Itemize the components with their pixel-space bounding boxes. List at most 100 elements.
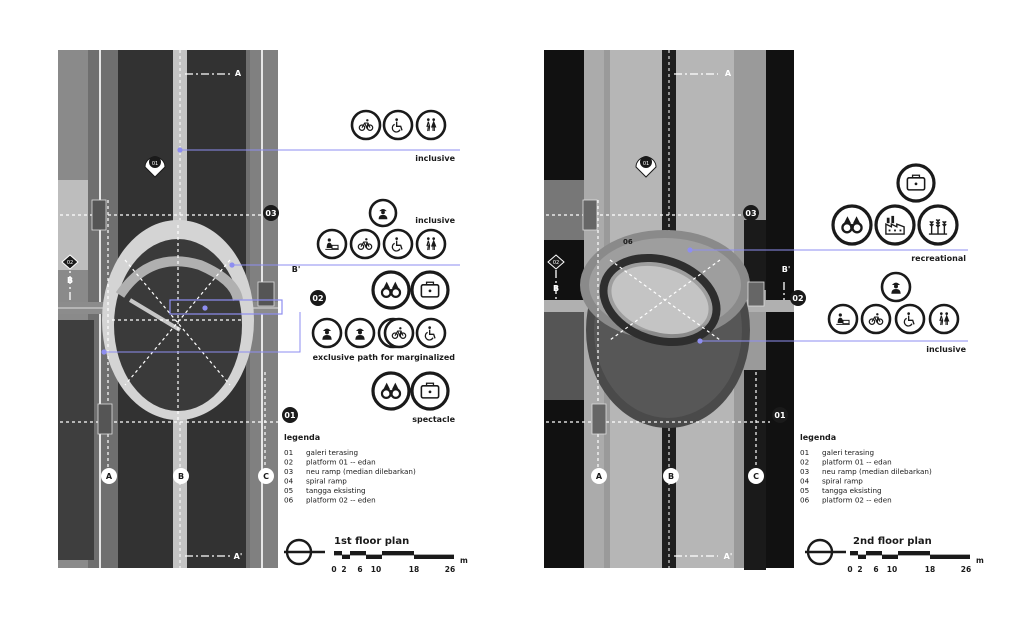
binoculars-icon	[371, 270, 411, 310]
vendor-icon	[827, 303, 859, 335]
bicycle-icon	[349, 228, 381, 260]
scale-tick-label: 10	[887, 565, 897, 574]
svg-text:A: A	[106, 472, 113, 481]
legend-text: galeri terasing	[306, 448, 358, 457]
scale-tick-label: 26	[961, 565, 971, 574]
legend-text: spiral ramp	[822, 477, 863, 486]
legend-number: 05	[284, 486, 293, 495]
pedestrians-icon	[415, 228, 447, 260]
svg-text:02: 02	[553, 260, 559, 266]
legend-number: 02	[284, 458, 293, 467]
svg-text:legenda: legenda	[284, 433, 320, 442]
scale-tick-label: 26	[445, 565, 455, 574]
svg-text:C: C	[753, 472, 759, 481]
scale-tick-label: 18	[925, 565, 935, 574]
scale-tick-label: 6	[873, 565, 878, 574]
callout-label: exclusive path for marginalized	[313, 353, 456, 362]
worker-icon	[344, 317, 376, 349]
svg-text:01: 01	[152, 161, 158, 167]
svg-text:B: B	[668, 472, 674, 481]
legend-number: 01	[284, 448, 293, 457]
section-cut-label: B'	[292, 265, 301, 274]
legend-number: 03	[284, 467, 293, 476]
vendor-icon	[316, 228, 348, 260]
legend-text: platform 01 -- edan	[822, 458, 892, 467]
wheelchair-icon	[382, 109, 414, 141]
svg-text:B: B	[178, 472, 184, 481]
legend-text: tangga eksisting	[306, 486, 366, 495]
wheelchair-icon	[894, 303, 926, 335]
bicycle-icon	[383, 317, 415, 349]
section-cut-label: B'	[782, 265, 791, 274]
legend-text: neu ramp (median dilebarkan)	[822, 467, 932, 476]
north-arrow-icon	[805, 538, 846, 566]
section-cut-label: B	[67, 276, 73, 285]
point-marker-01: 01	[772, 407, 788, 423]
point-marker-03: 03	[743, 205, 759, 221]
plan-title: 2nd floor plan	[853, 536, 932, 547]
section-marker-c: C	[258, 468, 274, 484]
legend-text: neu ramp (median dilebarkan)	[306, 467, 416, 476]
section-marker-b: B	[663, 468, 679, 484]
plan-title: 1st floor plan	[334, 536, 409, 547]
section-marker-b: B	[173, 468, 189, 484]
svg-text:02: 02	[792, 294, 803, 303]
svg-text:03: 03	[745, 209, 756, 218]
svg-text:03: 03	[265, 209, 276, 218]
legend-number: 01	[800, 448, 809, 457]
scale-tick-label: 18	[409, 565, 419, 574]
legend-number: 06	[284, 496, 294, 505]
svg-text:C: C	[263, 472, 269, 481]
camera-icon	[410, 270, 450, 310]
camera-icon	[896, 163, 936, 203]
factory-icon	[874, 204, 916, 246]
legend-text: platform 02 -- eden	[822, 496, 892, 505]
area-label: 06	[623, 238, 633, 246]
right-icon-clusters	[827, 163, 960, 335]
legend-text: galeri terasing	[822, 448, 874, 457]
worker-icon	[368, 198, 398, 228]
point-marker-03: 03	[263, 205, 279, 221]
scale-tick-label: 2	[341, 565, 346, 574]
legend-number: 04	[800, 477, 810, 486]
svg-text:01: 01	[643, 161, 649, 167]
section-cut-label: A'	[724, 552, 733, 561]
legend-number: 03	[800, 467, 809, 476]
callout-label: inclusive	[415, 216, 455, 225]
point-marker-02: 02	[310, 290, 326, 306]
callout-label: inclusive	[926, 345, 966, 354]
callout-label: inclusive	[415, 154, 455, 163]
scale-tick-label: 10	[371, 565, 381, 574]
legend-text: tangga eksisting	[822, 486, 882, 495]
worker-icon	[311, 317, 343, 349]
scale-unit: m	[976, 556, 984, 565]
scale-tick-label: 6	[357, 565, 362, 574]
legend-left: legenda 01 galeri terasing 02 platform 01 -…	[284, 433, 416, 505]
section-marker-a: A	[591, 468, 607, 484]
callout-label: recreational	[911, 254, 966, 263]
bicycle-icon	[350, 109, 382, 141]
point-marker-01: 01	[282, 407, 298, 423]
svg-text:01: 01	[774, 411, 786, 420]
wheelchair-icon	[415, 317, 447, 349]
binoculars-icon	[831, 204, 873, 246]
bicycle-icon	[860, 303, 892, 335]
section-cut-label: B	[553, 284, 559, 293]
camera-icon	[410, 371, 450, 411]
svg-text:legenda: legenda	[800, 433, 836, 442]
section-cut-label: A	[725, 69, 732, 78]
left-icon-clusters	[311, 109, 450, 411]
point-marker-02: 02	[790, 290, 806, 306]
scale-tick-label: 0	[847, 565, 852, 574]
pedestrians-icon	[928, 303, 960, 335]
legend-number: 06	[800, 496, 810, 505]
section-marker-c: C	[748, 468, 764, 484]
legend-text: platform 01 -- edan	[306, 458, 376, 467]
legend-number: 04	[284, 477, 294, 486]
section-cut-label: A	[235, 69, 242, 78]
legend-number: 05	[800, 486, 809, 495]
